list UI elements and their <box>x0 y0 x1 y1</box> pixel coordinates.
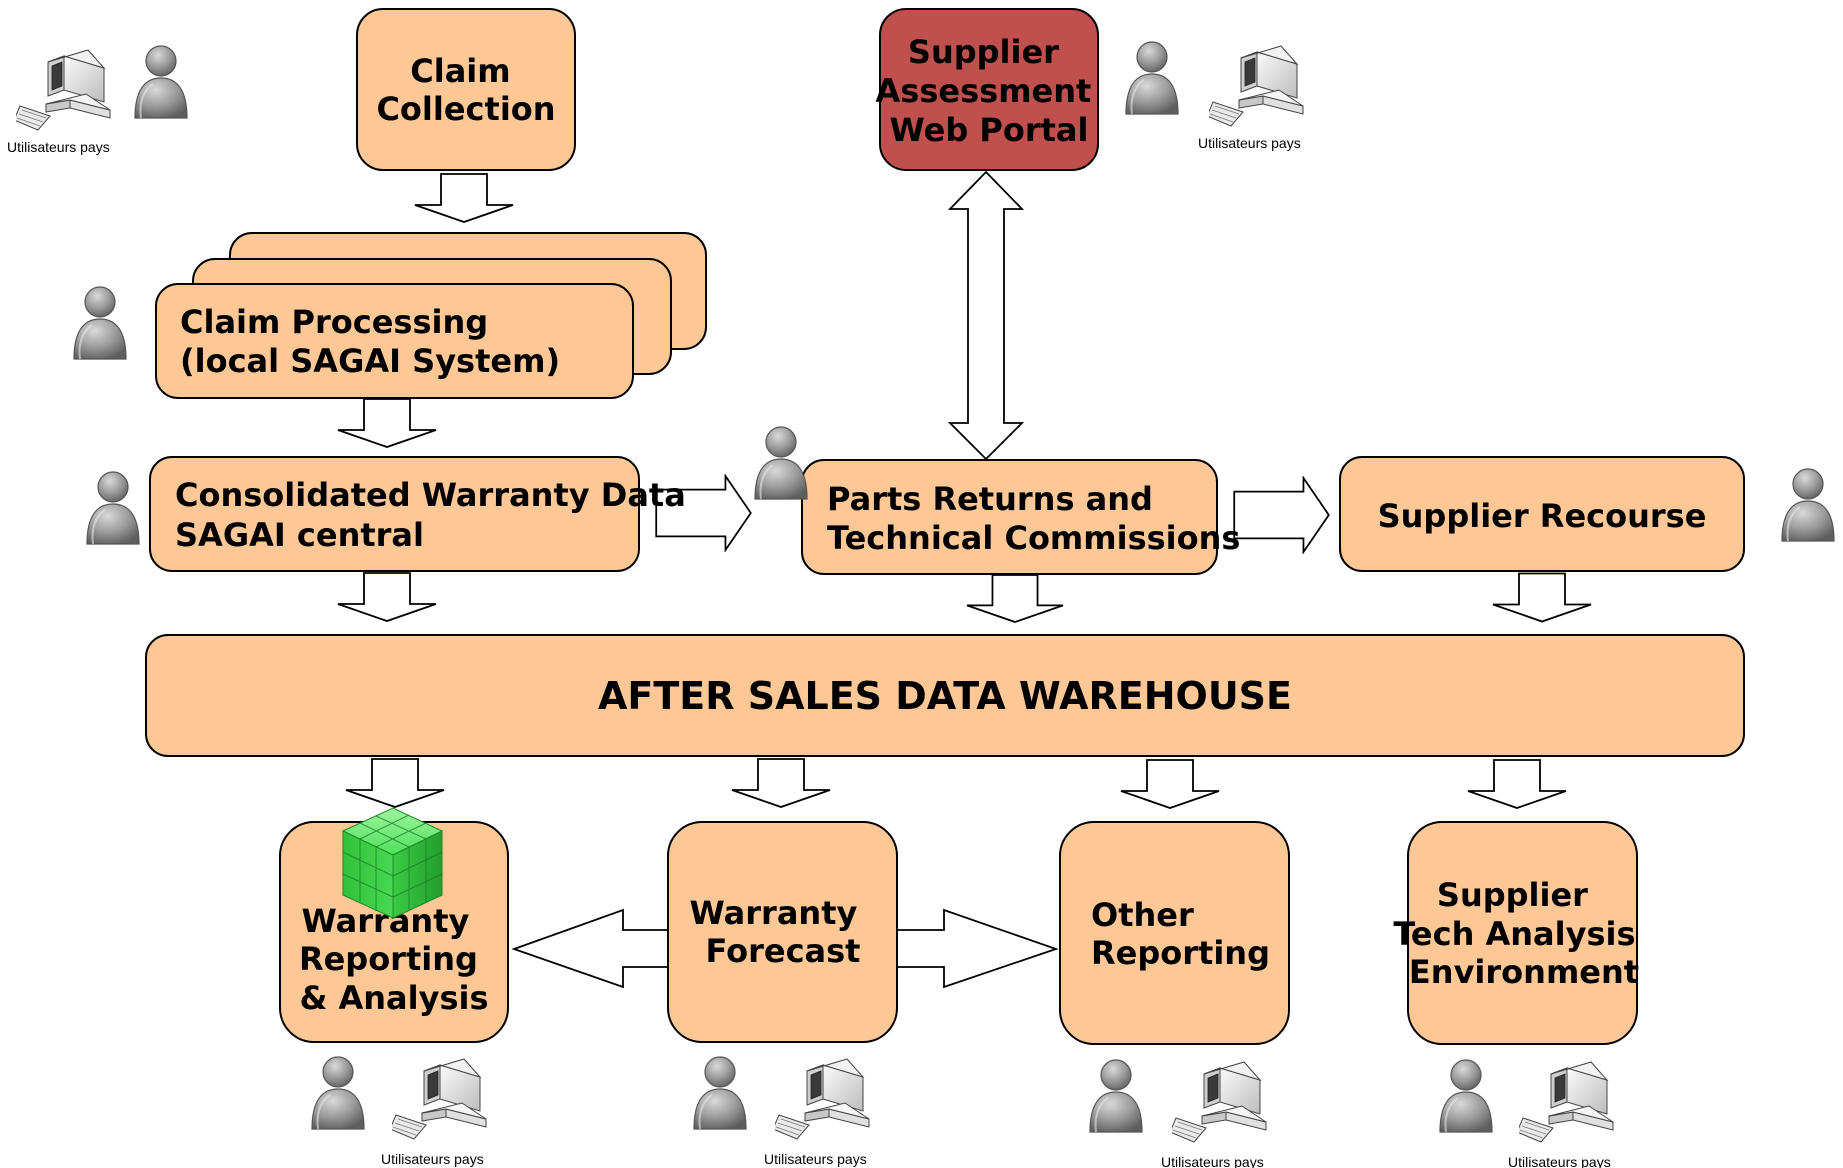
user-captions: Utilisateurs pays Utilisateurs pays Util… <box>7 135 1611 1168</box>
user-caption: Utilisateurs pays <box>7 139 110 155</box>
computer-icon <box>775 1058 870 1140</box>
arrow-parts-to-warehouse <box>966 574 1064 623</box>
arrow-processing-to-consolidated <box>337 398 437 448</box>
flow-arrows <box>337 170 1592 989</box>
user-caption: Utilisateurs pays <box>764 1151 867 1167</box>
arrow-portal-parts-bidirectional <box>947 170 1025 461</box>
user-caption: Utilisateurs pays <box>1161 1154 1264 1168</box>
user-icon <box>134 45 188 119</box>
computer-icon <box>16 49 111 131</box>
olap-cube-icon <box>341 807 444 919</box>
arrow-parts-to-recourse <box>1233 477 1330 553</box>
svg-text:Parts Returns and Techni: Parts Returns and Technical Commissions <box>827 480 1240 557</box>
node-claim-collection: Claim Collection <box>356 8 576 171</box>
node-warranty-reporting: Warranty Reporting & Analysis <box>279 821 509 1043</box>
computer-icon <box>1519 1061 1614 1143</box>
user-icon <box>1089 1059 1143 1133</box>
arrow-warehouse-to-reporting <box>345 758 445 808</box>
arrow-collection-to-processing <box>414 173 514 223</box>
node-other-reporting: Other Reporting <box>1059 821 1290 1045</box>
node-consolidated-warranty-data: Consolidated Warranty Data SAGAI central <box>149 456 697 572</box>
arrow-forecast-to-other <box>896 908 1059 989</box>
svg-text:Consolidated Warranty Data: Consolidated Warranty Data SAGAI central <box>175 476 697 554</box>
svg-text:Warranty Reporting: Warranty Reporting & Analysis <box>299 902 489 1017</box>
node-after-sales-data-warehouse: AFTER SALES DATA WAREHOUSE <box>145 634 1745 757</box>
user-icon <box>311 1056 365 1130</box>
user-icon <box>1781 468 1835 542</box>
arrow-forecast-to-reporting <box>511 908 669 989</box>
user-icon <box>754 426 808 500</box>
user-caption: Utilisateurs pays <box>381 1151 484 1167</box>
svg-text:Supplier Assessment: Supplier Assessment Web Portal <box>876 33 1103 149</box>
arrow-warehouse-to-forecast <box>731 758 831 808</box>
node-warranty-forecast: Warranty Forecast <box>667 821 898 1043</box>
svg-text:Claim Processing (local: Claim Processing (local SAGAI System) <box>180 303 560 380</box>
node-supplier-tech-analysis: Supplier Tech Analysis Environment <box>1393 821 1646 1045</box>
node-supplier-recourse: Supplier Recourse <box>1339 456 1745 572</box>
user-icon <box>73 286 127 360</box>
arrow-warehouse-to-other <box>1120 758 1220 810</box>
svg-text:Claim Collection: Claim Collection <box>376 52 555 128</box>
user-icon <box>1125 41 1179 115</box>
node-claim-processing: Claim Processing (local SAGAI System) <box>155 232 707 399</box>
user-icon <box>86 471 140 545</box>
node-parts-returns: Parts Returns and Technical Commissions <box>801 459 1240 575</box>
arrow-consolidated-to-warehouse <box>337 572 437 622</box>
svg-text:Other Reporting: Other Reporting <box>1091 896 1270 972</box>
svg-text:AFTER SALES DATA WAREHOUSE: AFTER SALES DATA WAREHOUSE <box>598 674 1292 718</box>
computer-icon <box>392 1058 487 1140</box>
user-icon <box>1439 1059 1493 1133</box>
user-icon <box>693 1056 747 1130</box>
user-caption: Utilisateurs pays <box>1508 1154 1611 1168</box>
arrow-warehouse-to-supplier-tech <box>1467 758 1567 810</box>
computer-icon <box>1172 1061 1267 1143</box>
arrow-recourse-to-warehouse <box>1492 572 1592 623</box>
svg-text:Supplier Tech Analysis: Supplier Tech Analysis Environment <box>1393 876 1646 991</box>
svg-text:Supplier Recourse: Supplier Recourse <box>1378 497 1707 535</box>
user-caption: Utilisateurs pays <box>1198 135 1301 151</box>
svg-text:Warranty Forecast: Warranty Forecast <box>690 894 869 970</box>
computer-icon <box>1209 45 1304 127</box>
node-supplier-assessment-portal: Supplier Assessment Web Portal <box>876 8 1103 171</box>
